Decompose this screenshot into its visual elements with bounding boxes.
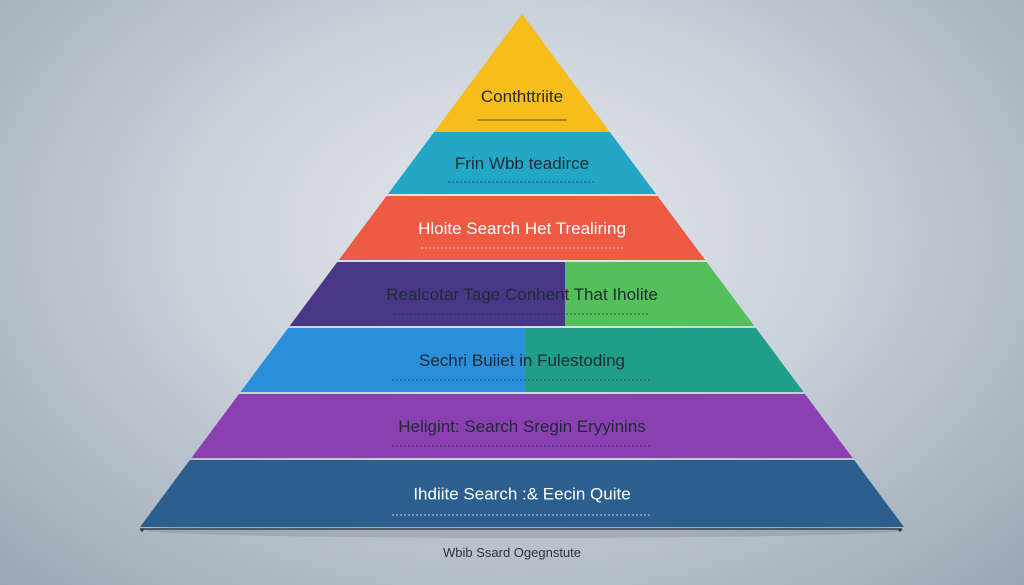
pyramid-tier-3 xyxy=(338,196,706,260)
pyramid-tier-7 xyxy=(140,460,904,527)
pyramid-tier-2 xyxy=(387,132,657,194)
pyramid-tier-1-label: Conthttriite xyxy=(481,87,563,106)
pyramid-tier-5-label: Sechri Buiiet in Fulestoding xyxy=(419,351,625,370)
base-marker-right xyxy=(898,528,902,532)
pyramid-tier-6-label: Heligint: Search Sregin Eryyinins xyxy=(398,417,646,436)
pyramid-tier-4-accent xyxy=(289,262,565,326)
base-marker-left xyxy=(140,528,144,532)
pyramid-tier-5-accent xyxy=(525,328,804,392)
pyramid-tier-1 xyxy=(434,14,610,132)
pyramid-tier-2-label: Frin Wbb teadirce xyxy=(455,154,589,173)
pyramid-tier-4-label: Realcotar Tage Conhent That Iholite xyxy=(386,285,658,304)
pyramid-tier-3-label: Hloite Search Het Trealiring xyxy=(418,219,626,238)
pyramid-tier-6 xyxy=(191,394,853,458)
footer-caption: Wbib Ssard Ogegnstute xyxy=(442,545,582,560)
pyramid-tier-7-label: Ihdiite Search :& Eecin Quite xyxy=(413,485,630,504)
